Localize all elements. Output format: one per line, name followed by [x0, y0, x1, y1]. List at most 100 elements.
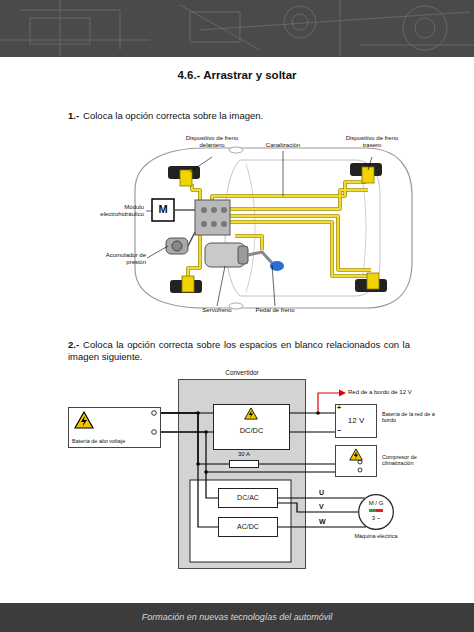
part-label: Red de a bordo de 12 V	[348, 389, 438, 396]
box-fill	[335, 404, 377, 438]
battery-box: Batería de alto voltaje	[68, 407, 161, 448]
instruction-text: Coloca la opción correcta sobre la image…	[83, 110, 263, 121]
leader-line	[272, 265, 275, 306]
box-fill	[213, 404, 290, 450]
motor-outline	[358, 494, 394, 530]
hydraulic-module	[201, 207, 207, 213]
red-arrow	[339, 390, 346, 397]
pipe	[222, 222, 371, 276]
motor-outline	[359, 495, 394, 530]
pressure-accumulator	[166, 238, 188, 254]
hydraulic-module	[195, 200, 230, 235]
junction-dot	[204, 470, 208, 474]
wire	[206, 471, 335, 472]
header-band	[403, 6, 447, 50]
motor-symbol-box	[152, 199, 195, 221]
header-band	[0, 0, 474, 57]
box-fill	[218, 488, 278, 508]
part-label: Servofreno	[192, 307, 242, 314]
pressure-accumulator	[166, 232, 195, 254]
terminal	[358, 468, 362, 472]
hydraulic-module	[211, 207, 217, 213]
terminal	[152, 430, 157, 435]
brake-booster	[238, 246, 248, 264]
compressor-box: Compresor de climatización	[335, 445, 377, 477]
item-number: 1.-	[68, 110, 79, 121]
motor-symbol-box	[152, 199, 174, 221]
node-label: Máquina eléctrica	[336, 533, 416, 539]
wire	[278, 497, 365, 498]
pipe	[188, 232, 200, 276]
leader-line	[146, 211, 152, 212]
part-label: Dispositivo de freno delantero	[183, 135, 241, 149]
hydraulic-module	[221, 221, 227, 227]
phase-label: V	[319, 503, 324, 510]
part-label: Canalización	[257, 142, 309, 149]
part-label: Módulo electrohidráulico	[86, 204, 144, 218]
pipe	[222, 216, 371, 270]
terminal	[152, 411, 157, 416]
rectifier-box: AC/DC	[218, 517, 278, 537]
warning-symbol	[350, 449, 363, 460]
box-fill	[335, 445, 377, 477]
part-label: Pedal de freno	[250, 307, 300, 314]
hydraulic-module	[211, 221, 217, 227]
brake-device	[180, 167, 379, 292]
pipe	[218, 190, 368, 209]
part-label: −	[337, 427, 345, 435]
wire	[278, 503, 358, 512]
instruction-paragraph: 1.- Coloca la opción correcta sobre la im…	[68, 110, 410, 122]
leader-line	[368, 157, 372, 170]
warning-symbol	[75, 412, 93, 428]
part-label: Acumulador de presión	[96, 252, 146, 266]
box-fill	[218, 517, 278, 537]
inverter-group-box	[190, 480, 291, 562]
box-fill	[68, 407, 161, 448]
hydraulic-module	[195, 200, 230, 235]
node-label: DC/DC	[214, 427, 289, 436]
hydraulic-module	[221, 207, 227, 213]
footer-band	[0, 603, 474, 632]
junction-dot	[204, 430, 208, 434]
hydraulic-module	[201, 221, 207, 227]
leader-line	[147, 246, 168, 258]
header-band	[415, 18, 435, 38]
header-band	[190, 12, 240, 42]
node-label: DC/AC	[219, 494, 277, 502]
wire	[290, 431, 335, 432]
brake-booster	[205, 243, 248, 267]
brake-pedal	[248, 252, 272, 263]
motor-color-bar	[376, 509, 383, 512]
car-mirror	[229, 147, 243, 153]
node-label: AC/DC	[219, 523, 277, 531]
brake-pedal	[248, 252, 284, 271]
pipe	[188, 182, 371, 276]
phase-label: U	[319, 489, 324, 496]
part-label: M	[152, 203, 174, 216]
motor-color-bar	[369, 509, 376, 512]
pipe	[212, 182, 366, 205]
node-label: Compresor de climatización	[382, 454, 446, 467]
wheel	[168, 163, 387, 293]
motor-symbol-box	[174, 209, 195, 211]
node-label: Batería de alto voltaje	[72, 438, 158, 444]
dcdc-box: DC/DC	[213, 404, 290, 450]
car-illustration	[135, 147, 412, 309]
motor-circle: M / G3 ~Máquina eléctrica	[358, 494, 394, 530]
box-fill	[229, 460, 259, 468]
node-label: Batería de la red de a bordo	[382, 411, 446, 424]
terminal	[358, 460, 362, 464]
instruction-paragraph: 2.-Coloca la opción correcta sobre los e…	[68, 339, 410, 364]
battery-12v-box: 12 VBatería de la red de a bordo	[335, 404, 377, 438]
warning-symbol	[245, 408, 258, 419]
phase-label: W	[319, 518, 326, 525]
node-label: 12 V	[336, 416, 376, 425]
brake-device	[180, 170, 192, 186]
header-band	[0, 0, 474, 57]
part-label: Dispositivo de freno trasero	[343, 135, 401, 149]
footer-band	[0, 603, 474, 632]
item-number: 2.-	[68, 339, 79, 350]
header-band	[0, 0, 474, 57]
